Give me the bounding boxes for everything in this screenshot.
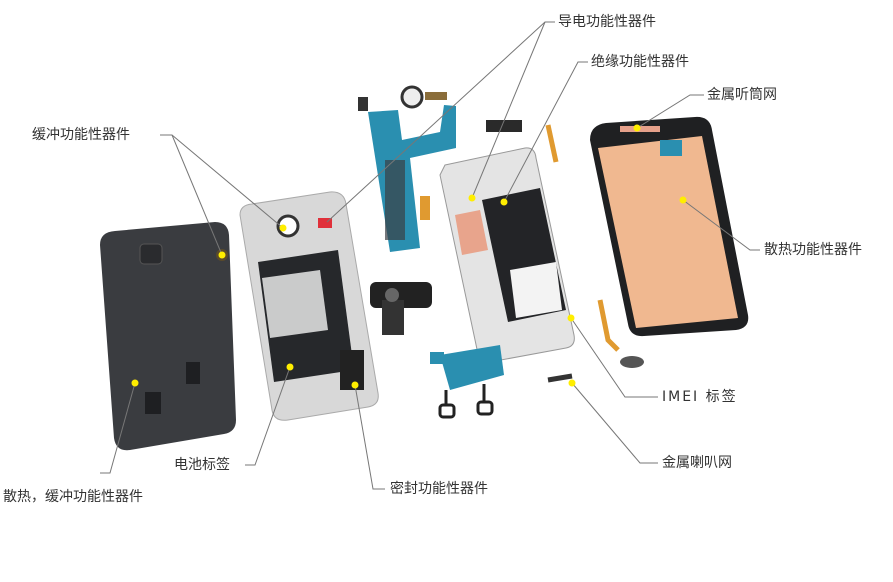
side-flex bbox=[545, 124, 559, 163]
motherboard bbox=[358, 85, 456, 252]
marker-dots bbox=[131, 124, 687, 389]
label-conductive: 导电功能性器件 bbox=[558, 14, 656, 30]
label-speaker-mesh: 金属喇叭网 bbox=[662, 455, 732, 471]
speaker-module bbox=[370, 282, 432, 335]
label-buffer: 缓冲功能性器件 bbox=[32, 127, 130, 143]
label-thermal-buffer: 散热，缓冲功能性器件 bbox=[3, 489, 143, 505]
speaker-mesh-part bbox=[547, 373, 573, 383]
flex-cable bbox=[597, 299, 620, 352]
label-insulating: 绝缘功能性器件 bbox=[591, 54, 689, 70]
label-sealing: 密封功能性器件 bbox=[390, 481, 488, 497]
home-button bbox=[620, 356, 644, 368]
display-assembly bbox=[590, 116, 749, 337]
leader-lines bbox=[100, 21, 760, 490]
label-battery: 电池标签 bbox=[174, 457, 230, 473]
back-cover bbox=[100, 222, 236, 451]
label-imei: IMEI 标签 bbox=[662, 389, 738, 405]
inner-frame bbox=[420, 120, 575, 363]
charging-board bbox=[430, 345, 504, 419]
mid-frame bbox=[239, 191, 379, 421]
label-earpiece-mesh: 金属听筒网 bbox=[707, 87, 777, 103]
label-thermal: 散热功能性器件 bbox=[764, 242, 862, 258]
